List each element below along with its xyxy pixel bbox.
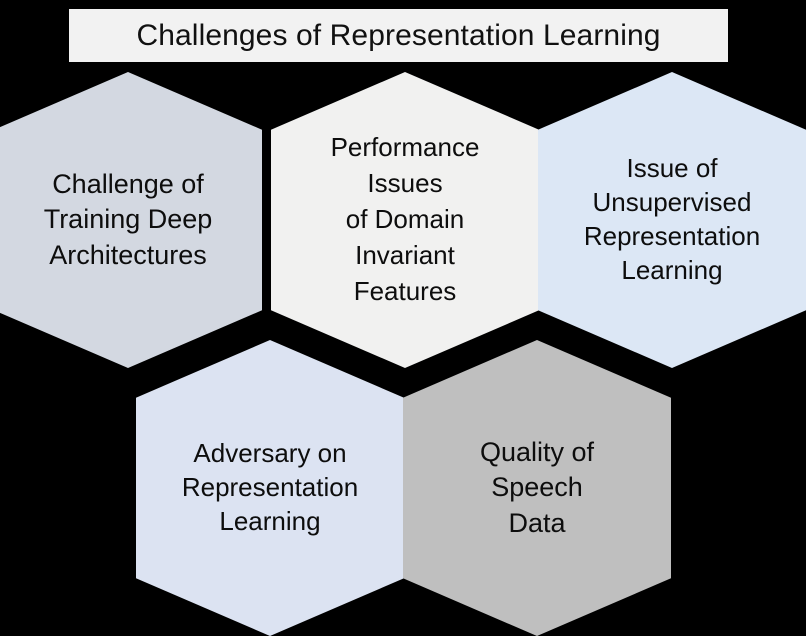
hexagon-quality-of-speech-data[interactable]: Quality of Speech Data — [403, 340, 671, 636]
hexagon-adversary-on-representation-learning[interactable]: Adversary on Representation Learning — [136, 340, 404, 636]
hexagon-label: Adversary on Representation Learning — [181, 438, 359, 536]
hexagon-issue-unsupervised-representation-learning[interactable]: Issue of Unsupervised Representation Lea… — [538, 72, 806, 368]
hexagon-performance-issues-domain-invariant-features[interactable]: Performance Issues of Domain Invariant F… — [271, 72, 539, 368]
hexagon-label: Challenge of Training Deep Architectures — [43, 169, 213, 270]
page-title: Challenges of Representation Learning — [136, 18, 661, 52]
hexagon-label: Performance Issues of Domain Invariant F… — [330, 132, 480, 306]
hexagon-challenge-training-deep-architectures[interactable]: Challenge of Training Deep Architectures — [0, 72, 262, 368]
hexagon-label: Issue of Unsupervised Representation Lea… — [583, 153, 761, 285]
slide-canvas: Challenges of Representation Learning Ch… — [0, 9, 806, 636]
slide-title-banner: Challenges of Representation Learning — [69, 9, 728, 62]
hexagon-label: Quality of Speech Data — [479, 437, 595, 538]
